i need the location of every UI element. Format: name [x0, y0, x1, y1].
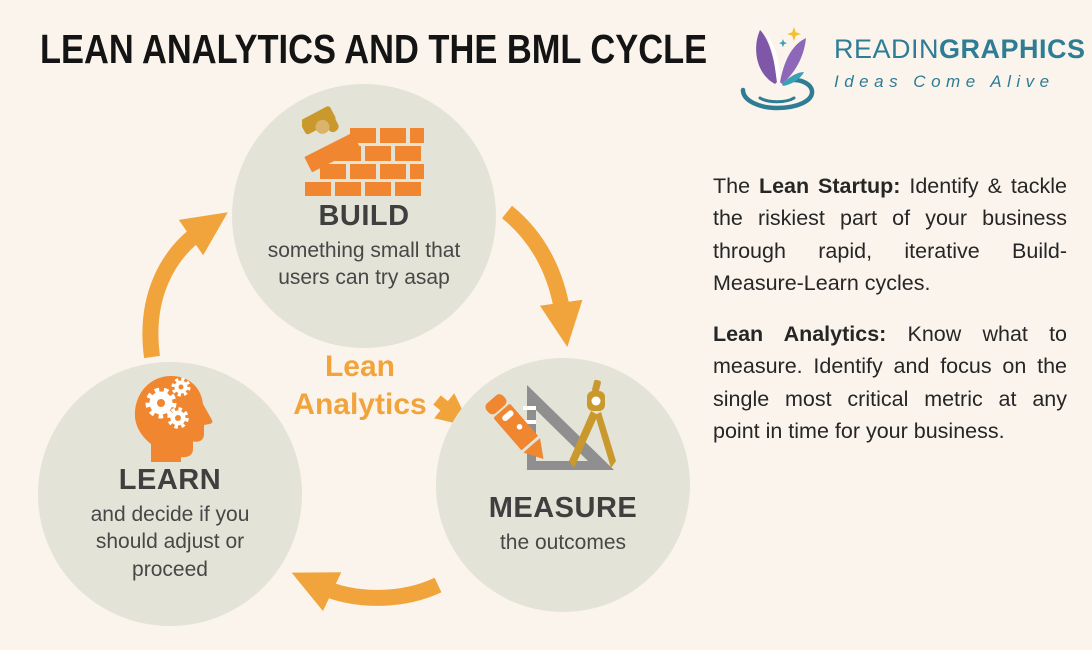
gear-large [145, 387, 177, 419]
brand-name-bold: GRAPHICS [939, 34, 1086, 64]
brand-name: READINGRAPHICS [834, 34, 1086, 65]
cycle-node-learn: LEARN and decide if you should adjust or… [38, 362, 302, 626]
page-title: LEAN ANALYTICS AND THE BML CYCLE [40, 26, 708, 72]
brand-text-block: READINGRAPHICS Ideas Come Alive [834, 34, 1086, 92]
learn-title: LEARN [118, 464, 222, 496]
brand-logo: READINGRAPHICS Ideas Come Alive [730, 20, 1090, 120]
gear-small-top [171, 377, 191, 397]
build-to-measure-arrow [501, 205, 583, 348]
head-with-gears-icon [134, 376, 213, 462]
learn-to-build-arrow [142, 212, 228, 359]
para2-lead: Lean Analytics: [713, 322, 887, 346]
measuring-tools-icon [485, 379, 616, 470]
pencil [485, 394, 544, 459]
para1-body: Identify & tackle the riskiest part of y… [713, 174, 1067, 295]
measure-description: the outcomes [499, 531, 627, 554]
cycle-node-build: BUILD something small that users can try… [232, 84, 496, 348]
reading-graphics-book-icon [740, 27, 815, 111]
lean-analytics-label-line1: Lean [324, 350, 396, 383]
purple-star [797, 44, 803, 50]
para2-body: Know what to measure. Identify and focus… [713, 322, 1067, 443]
teal-star [779, 39, 787, 48]
hand-laying-brick [302, 106, 339, 135]
description-panel: The Lean Startup: Identify & tackle the … [713, 170, 1067, 447]
brand-name-regular: READIN [834, 34, 940, 64]
measure-title: MEASURE [488, 492, 638, 524]
brand-tagline: Ideas Come Alive [834, 72, 1055, 91]
cycle-node-measure: MEASURE the outcomes [436, 358, 690, 612]
learn-description: and decide if you should adjust or proce… [90, 503, 250, 581]
para1-lead: Lean Startup: [758, 174, 901, 198]
gear-small-bottom [167, 407, 189, 429]
brick-wall-icon [302, 106, 424, 196]
para1-prefix: The [713, 174, 759, 198]
lean-startup-paragraph: The Lean Startup: Identify & tackle the … [713, 170, 1067, 299]
build-title: BUILD [318, 200, 410, 232]
build-description: something small that users can try asap [267, 239, 461, 290]
lean-analytics-paragraph: Lean Analytics: Know what to measure. Id… [713, 318, 1067, 447]
lean-analytics-label: Lean Analytics [280, 348, 440, 423]
yellow-star [787, 27, 801, 41]
lean-analytics-label-line2: Analytics [293, 387, 427, 421]
measure-to-learn-arrow [291, 572, 442, 612]
drafting-compass [569, 379, 616, 468]
